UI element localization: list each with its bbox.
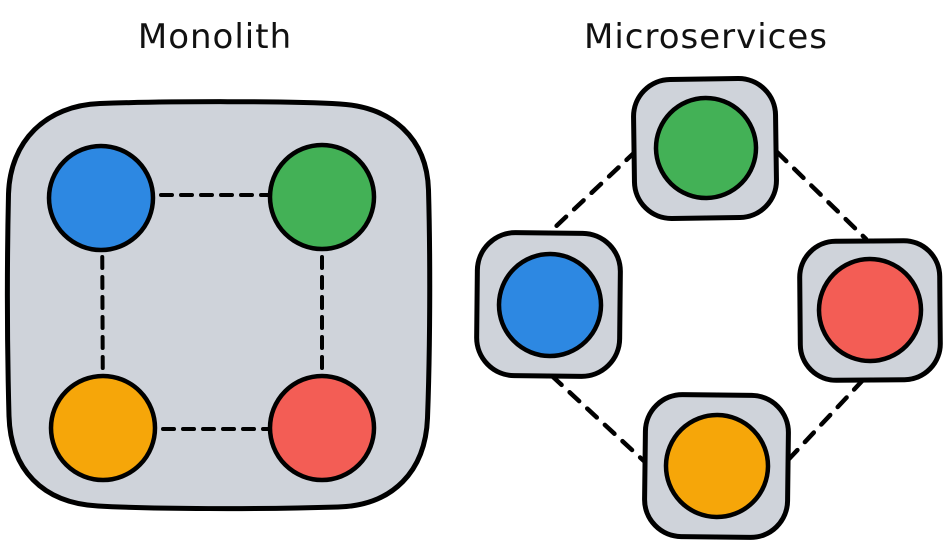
micro-link-red-orange: [786, 377, 866, 462]
micro-service-red-node: [816, 256, 924, 364]
monolith-title: Monolith: [138, 17, 292, 57]
micro-service-blue-node: [496, 251, 604, 359]
monolith-module-orange: [48, 373, 158, 483]
microservices-title: Microservices: [584, 17, 828, 57]
microservices-group: Microservices: [474, 17, 943, 540]
micro-link-blue-orange: [549, 373, 648, 465]
micro-service-blue: [474, 230, 623, 379]
monolith-module-red: [267, 373, 377, 483]
micro-link-green-blue: [548, 148, 639, 234]
micro-link-green-red: [774, 149, 869, 242]
monolith-group: Monolith: [4, 17, 433, 512]
monolith-module-blue: [46, 143, 156, 253]
micro-service-orange: [642, 392, 791, 540]
micro-service-green: [631, 76, 779, 221]
micro-service-orange-node: [663, 412, 771, 520]
micro-service-red: [797, 238, 943, 383]
monolith-module-green: [267, 142, 377, 252]
micro-service-green-node: [653, 95, 759, 201]
